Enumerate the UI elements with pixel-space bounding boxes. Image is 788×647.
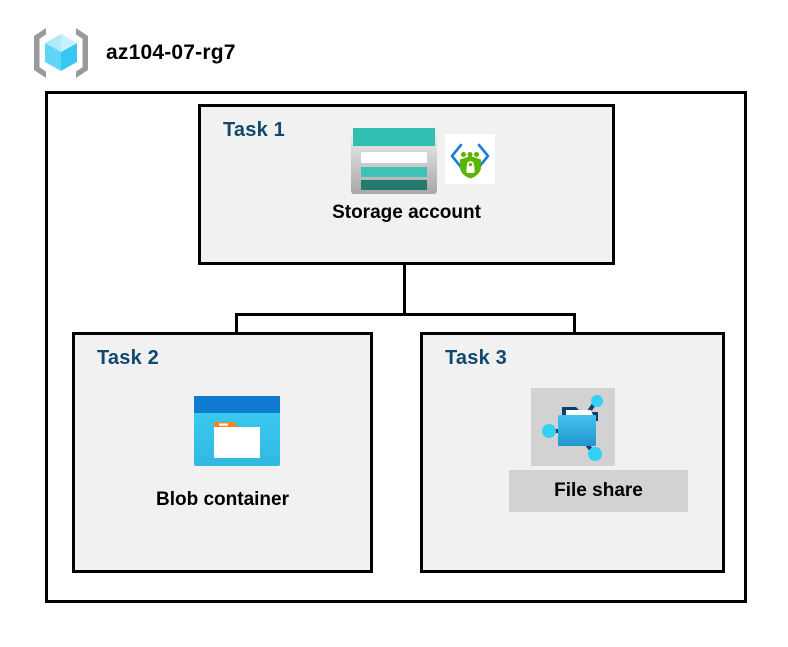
blob-container-icon[interactable] <box>194 396 280 466</box>
connector-storage-stem <box>403 233 406 315</box>
task-1-label: Task 1 <box>223 119 285 141</box>
blob-container-label: Blob container <box>155 489 289 510</box>
storage-account-label: Storage account <box>332 202 481 223</box>
connector-horizontal-bus <box>235 313 576 316</box>
task-2-box[interactable]: Task 2 <box>72 332 373 573</box>
resource-group-header: az104-07-rg7 <box>30 24 236 82</box>
task-2-label: Task 2 <box>97 347 159 369</box>
storage-account-icon[interactable] <box>351 126 437 194</box>
file-share-icon[interactable] <box>536 391 610 463</box>
file-share-label-highlight <box>509 470 688 512</box>
task-3-label: Task 3 <box>445 347 507 369</box>
private-endpoint-secure-icon[interactable] <box>445 134 495 184</box>
resource-group-name: az104-07-rg7 <box>106 41 236 64</box>
file-share-label: File share <box>554 480 643 501</box>
resource-group-cube-icon <box>30 24 92 82</box>
